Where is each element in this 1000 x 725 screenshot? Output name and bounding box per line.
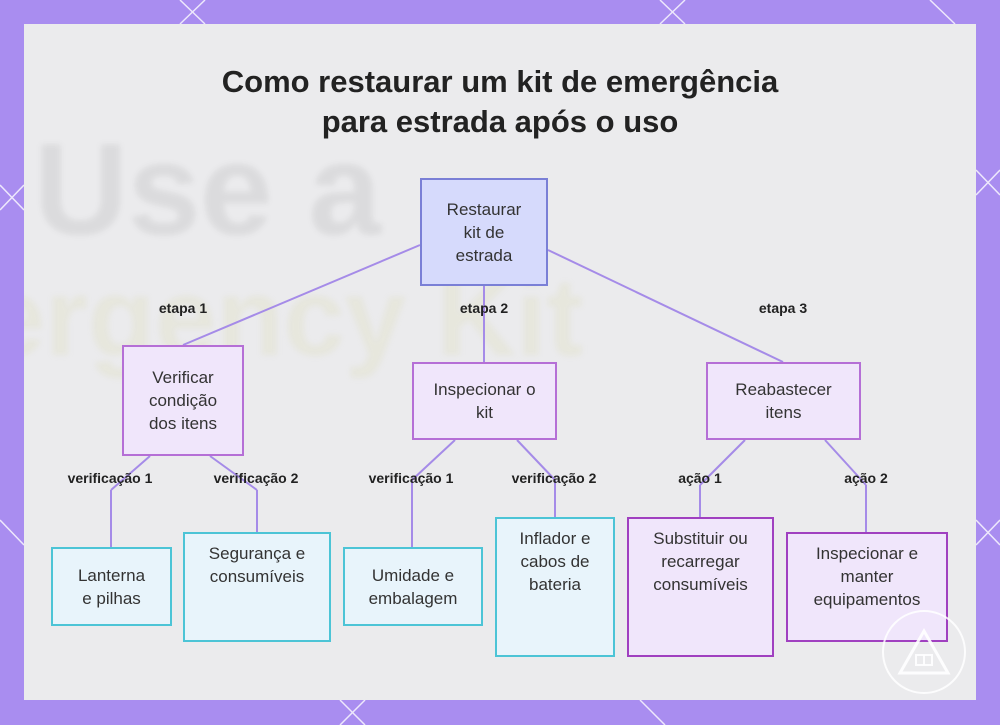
node-substituir-recarregar-label: Substituir ou recarregar consumíveis (645, 527, 757, 596)
edge-root-reabastecer (548, 250, 783, 362)
node-umidade-embalagem-label: Umidade e embalagem (363, 564, 463, 610)
node-inflador-cabos: Inflador e cabos de bateria (495, 517, 615, 657)
node-seguranca-consumiveis-label: Segurança e consumíveis (198, 542, 316, 588)
warning-triangle-icon (896, 627, 952, 677)
edge-label-etapa-3: etapa 3 (759, 300, 807, 316)
node-substituir-recarregar: Substituir ou recarregar consumíveis (627, 517, 774, 657)
node-restaurar-kit-label: Restaurar kit de estrada (442, 198, 526, 267)
node-inflador-cabos-label: Inflador e cabos de bateria (512, 527, 598, 596)
warning-triangle-logo-icon (882, 610, 966, 694)
node-reabastecer-itens-label: Reabastecer itens (729, 378, 839, 424)
edge-label-verificacao-1a: verificação 1 (68, 470, 153, 486)
node-verificar-condicao-label: Verificar condição dos itens (133, 366, 233, 435)
edge-label-verificacao-2b: verificação 2 (512, 470, 597, 486)
edge-root-verificar (183, 245, 420, 345)
node-seguranca-consumiveis: Segurança e consumíveis (183, 532, 331, 642)
edge-label-etapa-2: etapa 2 (460, 300, 508, 316)
node-inspecionar-kit: Inspecionar o kit (412, 362, 557, 440)
edge-label-verificacao-2a: verificação 2 (214, 470, 299, 486)
node-lanterna-pilhas: Lanterna e pilhas (51, 547, 172, 626)
node-inspecionar-manter-label: Inspecionar e manter equipamentos (804, 542, 930, 611)
edge-label-acao-2: ação 2 (844, 470, 888, 486)
node-inspecionar-kit-label: Inspecionar o kit (430, 378, 540, 424)
edge-label-verificacao-1b: verificação 1 (369, 470, 454, 486)
node-restaurar-kit: Restaurar kit de estrada (420, 178, 548, 286)
edge-label-etapa-1: etapa 1 (159, 300, 207, 316)
node-verificar-condicao: Verificar condição dos itens (122, 345, 244, 456)
node-umidade-embalagem: Umidade e embalagem (343, 547, 483, 626)
node-reabastecer-itens: Reabastecer itens (706, 362, 861, 440)
edge-label-acao-1: ação 1 (678, 470, 722, 486)
node-lanterna-pilhas-label: Lanterna e pilhas (72, 564, 152, 610)
